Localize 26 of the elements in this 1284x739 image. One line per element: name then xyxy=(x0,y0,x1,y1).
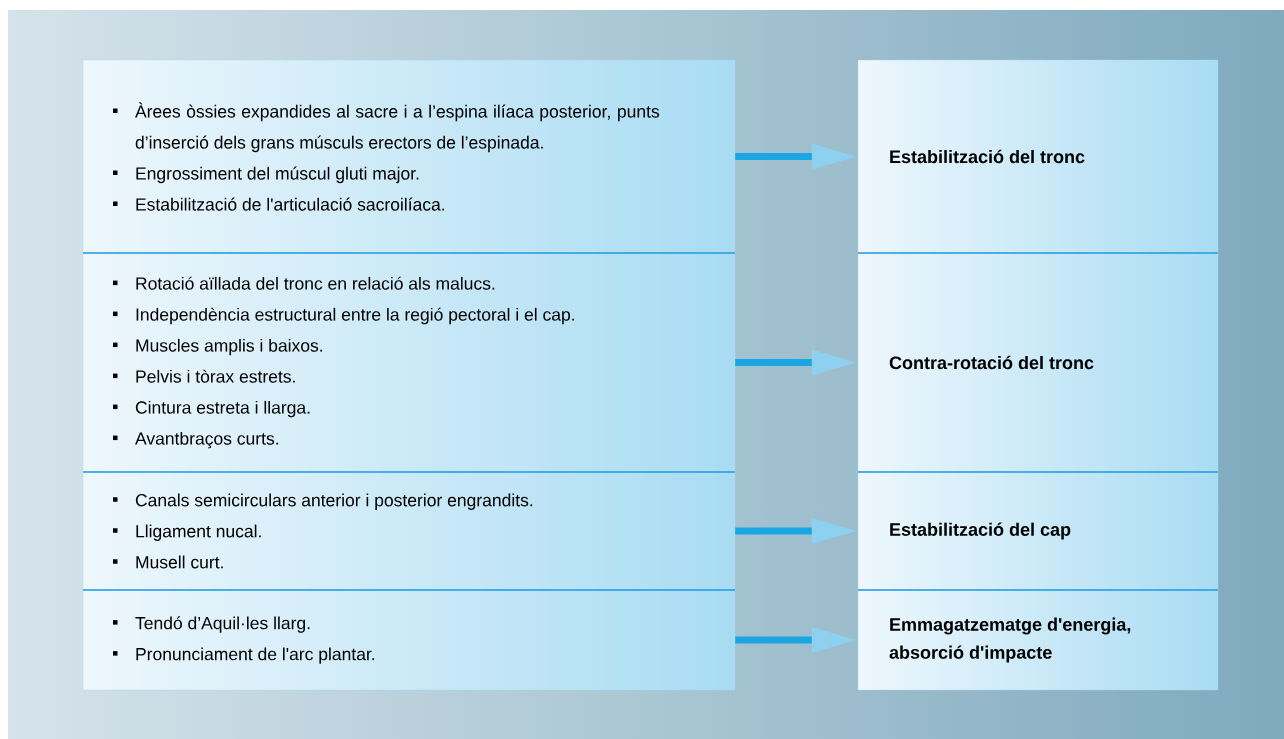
heading: Estabilització del tronc xyxy=(890,149,1085,164)
result-panel xyxy=(857,471,1219,591)
bullet-item: Pronunciament de l'arc plantar. xyxy=(136,647,375,664)
feature-panel xyxy=(82,59,736,254)
bullet-item: Independència estructural entre la regió pectoral i el cap. xyxy=(136,307,574,325)
bullet-item: Lligament nucal. xyxy=(136,524,261,541)
bullet-item: Muscles amplis i baixos. xyxy=(136,338,323,356)
bullet-item: Musell curt. xyxy=(136,555,223,569)
heading: Emmagatzematge d'energia, absorció d'impacte xyxy=(889,617,1131,663)
bullet-item: Avantbraços curts. xyxy=(135,431,278,449)
bullet-item: Tendó d’Aquil·les llarg. xyxy=(135,616,310,633)
heading: Contra-rotació del tronc xyxy=(889,355,1094,370)
bullet-item: Rotació aïllada del tronc en relació als malucs. xyxy=(136,276,495,290)
feature-panel xyxy=(82,471,736,591)
bullet-item: Estabilització de l'articulació sacroilíaca. xyxy=(136,197,445,211)
feature-panel xyxy=(82,252,736,473)
bullet-item: Cintura estreta i llarga. xyxy=(135,400,310,418)
result-panel xyxy=(857,589,1219,691)
bullet-item: Àrees òssies expandides al sacre i a l’espina ilíaca posterior, punts d’inserció dels grans músculs erectors de l’espinada. xyxy=(135,102,660,153)
bullet-item: Pelvis i tòrax estrets. xyxy=(136,369,295,383)
result-panel xyxy=(857,252,1219,473)
heading: Estabilització del cap xyxy=(890,522,1071,540)
feature-panel xyxy=(82,589,736,691)
result-panel xyxy=(857,59,1219,254)
bullet-item: Engrossiment del múscul gluti major. xyxy=(136,166,419,184)
bullet-item: Canals semicirculars anterior i posterior engrandits. xyxy=(135,493,533,510)
